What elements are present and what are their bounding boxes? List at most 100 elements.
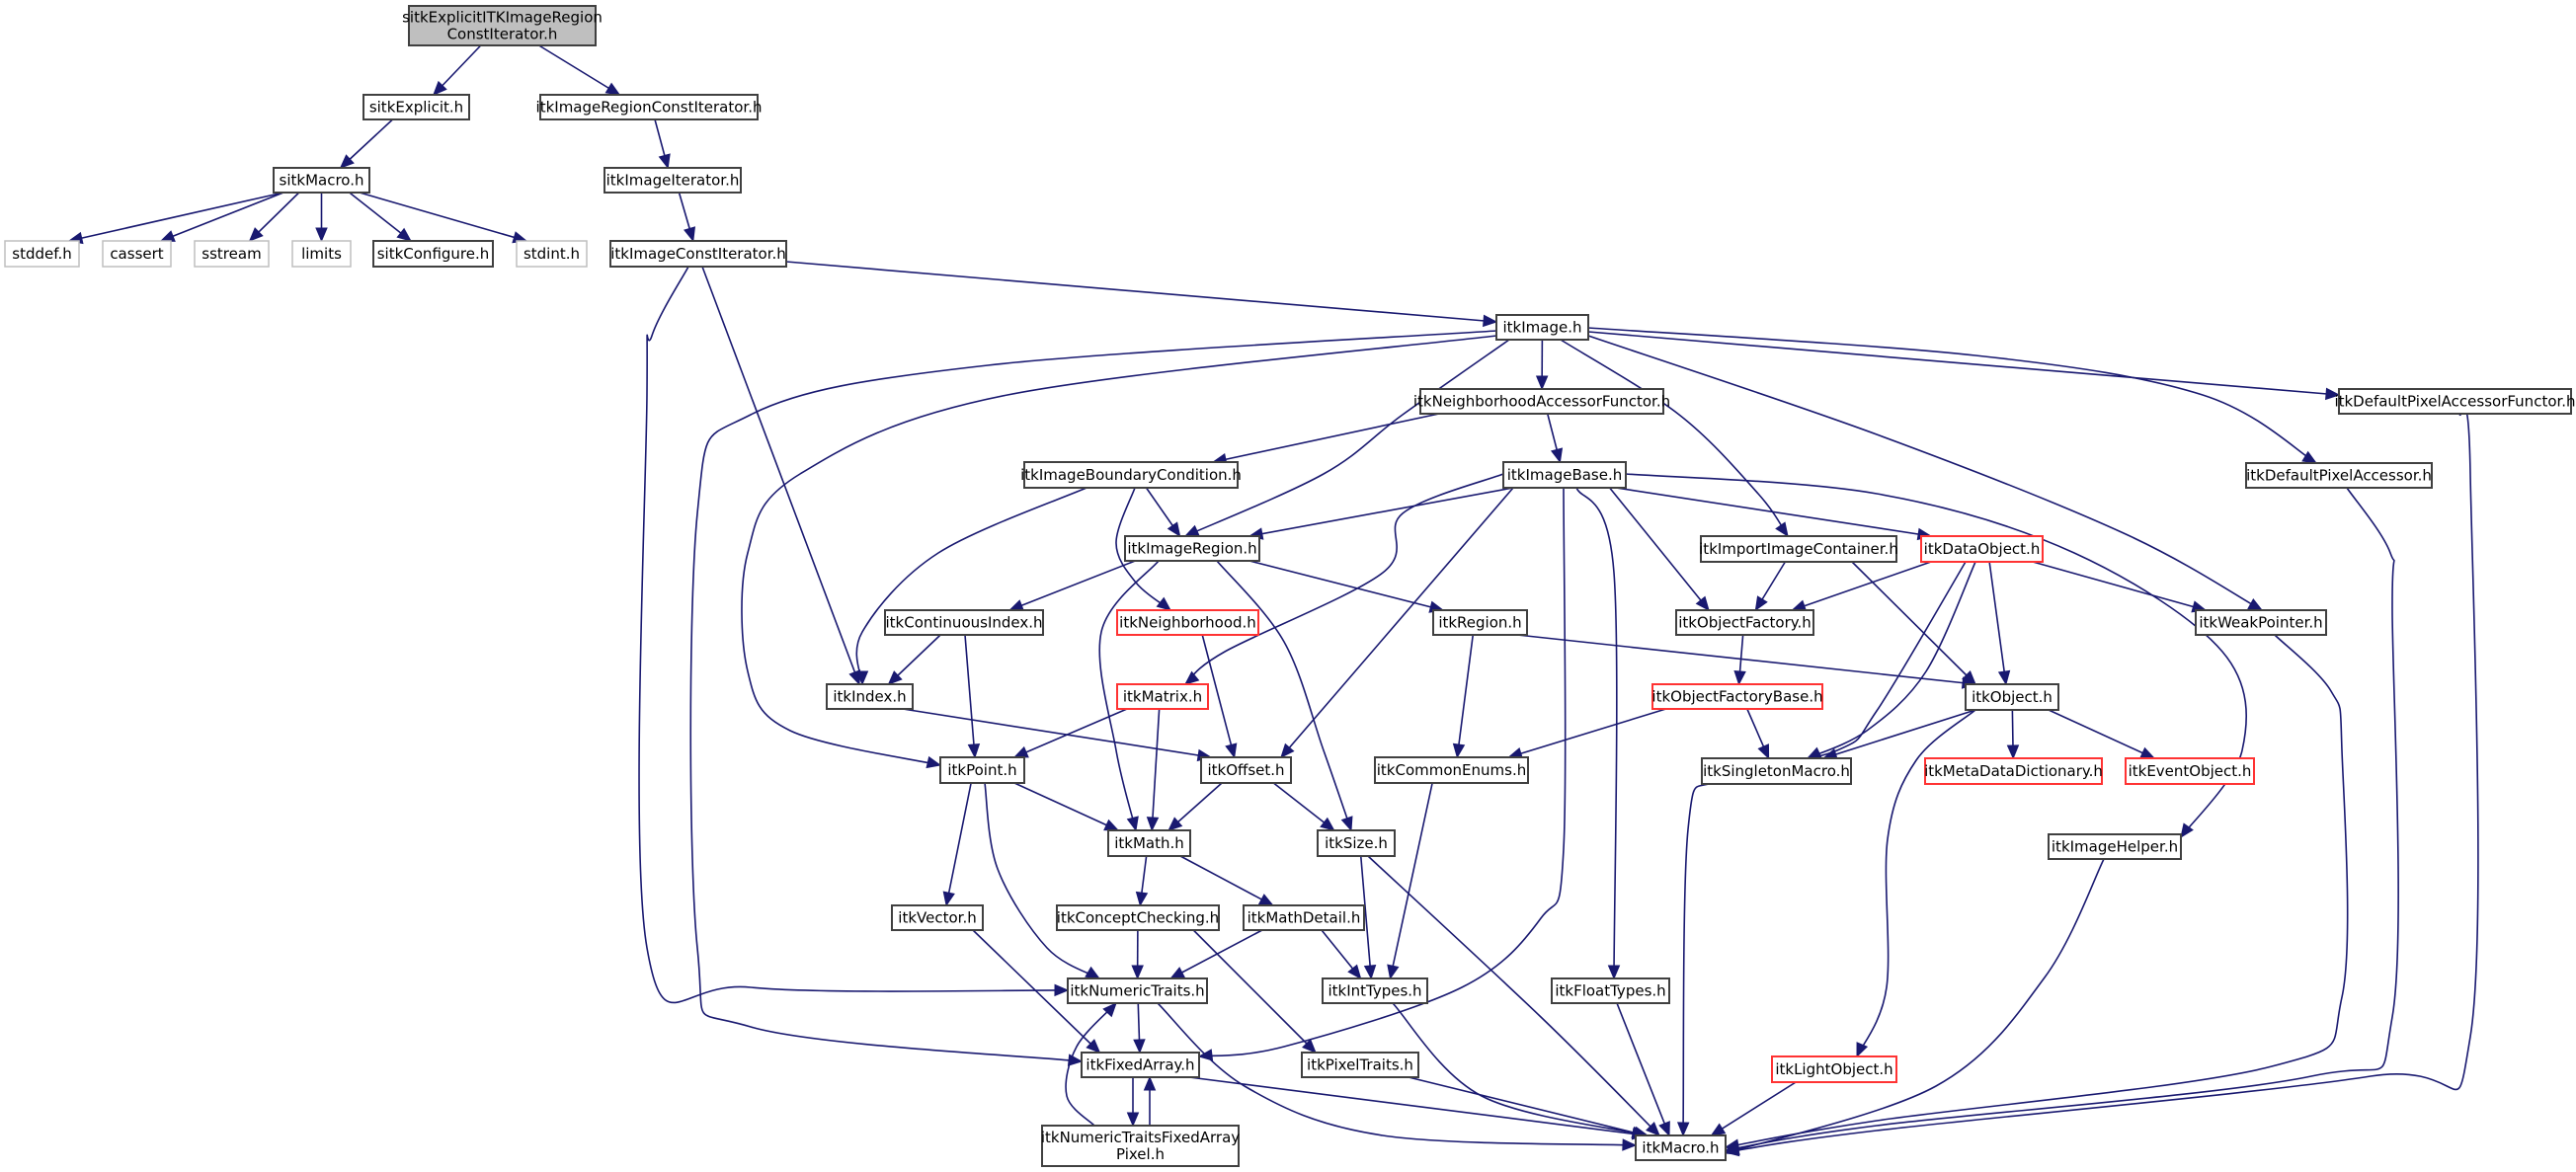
node-itkPixelTraits[interactable]: itkPixelTraits.h (1301, 1052, 1419, 1078)
node-itkWeakPointer[interactable]: itkWeakPointer.h (2195, 609, 2327, 636)
node-box[interactable] (1551, 977, 1670, 1004)
node-box[interactable] (1301, 1052, 1419, 1078)
node-box[interactable] (1635, 1134, 1727, 1161)
node-itkIndex[interactable]: itkIndex.h (826, 683, 914, 710)
node-itkCommonEnums[interactable]: itkCommonEnums.h (1374, 756, 1529, 784)
node-cassert[interactable]: cassert (102, 240, 172, 268)
node-box[interactable] (2048, 833, 2182, 860)
node-itkContinuousIndex[interactable]: itkContinuousIndex.h (884, 609, 1044, 636)
node-box[interactable] (1675, 609, 1814, 636)
node-itkOffset[interactable]: itkOffset.h (1200, 756, 1292, 784)
node-itkNeighborhoodAccessorFunctor[interactable]: itkNeighborhoodAccessorFunctor.h (1413, 388, 1670, 415)
node-itkFloatTypes[interactable]: itkFloatTypes.h (1551, 977, 1670, 1004)
node-box[interactable] (1419, 388, 1664, 415)
node-root[interactable]: sitkExplicitITKImageRegionConstIterator.… (402, 5, 603, 46)
node-itkMath[interactable]: itkMath.h (1107, 829, 1191, 857)
node-box[interactable] (939, 756, 1025, 784)
node-box[interactable] (1322, 977, 1428, 1004)
node-box[interactable] (1243, 904, 1365, 931)
node-box[interactable] (2245, 462, 2433, 489)
node-box[interactable] (1700, 535, 1897, 563)
node-box[interactable] (1067, 977, 1208, 1004)
node-itkRegion[interactable]: itkRegion.h (1432, 609, 1528, 636)
node-limits[interactable]: limits (291, 240, 352, 268)
node-itkNeighborhood[interactable]: itkNeighborhood.h (1116, 609, 1259, 636)
node-box[interactable] (1701, 757, 1852, 785)
node-itkMatrix[interactable]: itkMatrix.h (1116, 683, 1209, 710)
node-itkVector[interactable]: itkVector.h (891, 904, 984, 931)
node-stddef[interactable]: stddef.h (4, 240, 80, 268)
node-itkDataObject[interactable]: itkDataObject.h (1920, 535, 2044, 563)
node-box[interactable] (102, 240, 172, 268)
node-itkFixedArray[interactable]: itkFixedArray.h (1081, 1052, 1200, 1078)
node-itkObjectFactory[interactable]: itkObjectFactory.h (1675, 609, 1814, 636)
node-box[interactable] (1041, 1125, 1240, 1167)
node-stdint[interactable]: stdint.h (516, 240, 588, 268)
node-itkImageRegion[interactable]: itkImageRegion.h (1124, 535, 1260, 562)
node-itkImageBoundaryCondition[interactable]: itkImageBoundaryCondition.h (1020, 461, 1242, 489)
node-itkImageRegionConstIterator[interactable]: itkImageRegionConstIterator.h (536, 94, 763, 120)
node-box[interactable] (372, 240, 494, 268)
node-box[interactable] (291, 240, 352, 268)
node-box[interactable] (1317, 829, 1396, 857)
node-box[interactable] (2195, 609, 2327, 636)
node-box[interactable] (2125, 757, 2255, 785)
node-box[interactable] (609, 240, 787, 268)
node-box[interactable] (408, 5, 597, 46)
node-box[interactable] (1502, 461, 1627, 489)
node-box[interactable] (516, 240, 588, 268)
node-box[interactable] (604, 167, 742, 194)
node-box[interactable] (362, 94, 470, 120)
node-itkSingletonMacro[interactable]: itkSingletonMacro.h (1701, 757, 1852, 785)
node-itkDefaultPixelAccessor[interactable]: itkDefaultPixelAccessor.h (2245, 462, 2433, 489)
node-box[interactable] (1924, 757, 2103, 785)
node-box[interactable] (826, 683, 914, 710)
node-itkMacro[interactable]: itkMacro.h (1635, 1134, 1727, 1161)
node-itkNumericTraits[interactable]: itkNumericTraits.h (1067, 977, 1208, 1004)
node-box[interactable] (891, 904, 984, 931)
node-box[interactable] (1651, 683, 1823, 710)
node-box[interactable] (1056, 904, 1220, 931)
node-itkImageHelper[interactable]: itkImageHelper.h (2048, 833, 2182, 860)
node-itkImageConstIterator[interactable]: itkImageConstIterator.h (609, 240, 787, 268)
node-sitkMacro[interactable]: sitkMacro.h (273, 167, 370, 194)
node-sstream[interactable]: sstream (194, 240, 270, 268)
node-box[interactable] (1200, 756, 1292, 784)
node-itkIntTypes[interactable]: itkIntTypes.h (1322, 977, 1428, 1004)
node-box[interactable] (1432, 609, 1528, 636)
node-box[interactable] (1771, 1055, 1897, 1083)
node-box[interactable] (1116, 683, 1209, 710)
node-itkImage[interactable]: itkImage.h (1495, 314, 1589, 341)
node-itkMetaDataDictionary[interactable]: itkMetaDataDictionary.h (1924, 757, 2103, 785)
node-itkObject[interactable]: itkObject.h (1965, 683, 2059, 711)
node-box[interactable] (1107, 829, 1191, 857)
node-itkObjectFactoryBase[interactable]: itkObjectFactoryBase.h (1651, 683, 1823, 710)
node-itkSize[interactable]: itkSize.h (1317, 829, 1396, 857)
node-box[interactable] (273, 167, 370, 194)
node-sitkConfigure[interactable]: sitkConfigure.h (372, 240, 494, 268)
node-itkMathDetail[interactable]: itkMathDetail.h (1243, 904, 1365, 931)
node-itkConceptChecking[interactable]: itkConceptChecking.h (1056, 904, 1220, 931)
node-box[interactable] (1495, 314, 1589, 341)
node-sitkExplicit[interactable]: sitkExplicit.h (362, 94, 470, 120)
node-box[interactable] (194, 240, 270, 268)
node-itkLightObject[interactable]: itkLightObject.h (1771, 1055, 1897, 1083)
node-box[interactable] (539, 94, 759, 120)
node-itkDefaultPixelAccessorFunctor[interactable]: itkDefaultPixelAccessorFunctor.h (2334, 388, 2576, 415)
node-box[interactable] (1081, 1052, 1200, 1078)
node-box[interactable] (1920, 535, 2044, 563)
node-box[interactable] (1116, 609, 1259, 636)
node-box[interactable] (1124, 535, 1260, 562)
node-box[interactable] (1965, 683, 2059, 711)
node-box[interactable] (1023, 461, 1239, 489)
node-itkEventObject[interactable]: itkEventObject.h (2125, 757, 2255, 785)
node-box[interactable] (1374, 756, 1529, 784)
node-itkImportImageContainer[interactable]: itkImportImageContainer.h (1699, 535, 1898, 563)
node-itkImageBase[interactable]: itkImageBase.h (1502, 461, 1627, 489)
node-box[interactable] (4, 240, 80, 268)
node-box[interactable] (884, 609, 1044, 636)
node-itkPoint[interactable]: itkPoint.h (939, 756, 1025, 784)
node-itkImageIterator[interactable]: itkImageIterator.h (604, 167, 742, 194)
node-box[interactable] (2338, 388, 2572, 415)
